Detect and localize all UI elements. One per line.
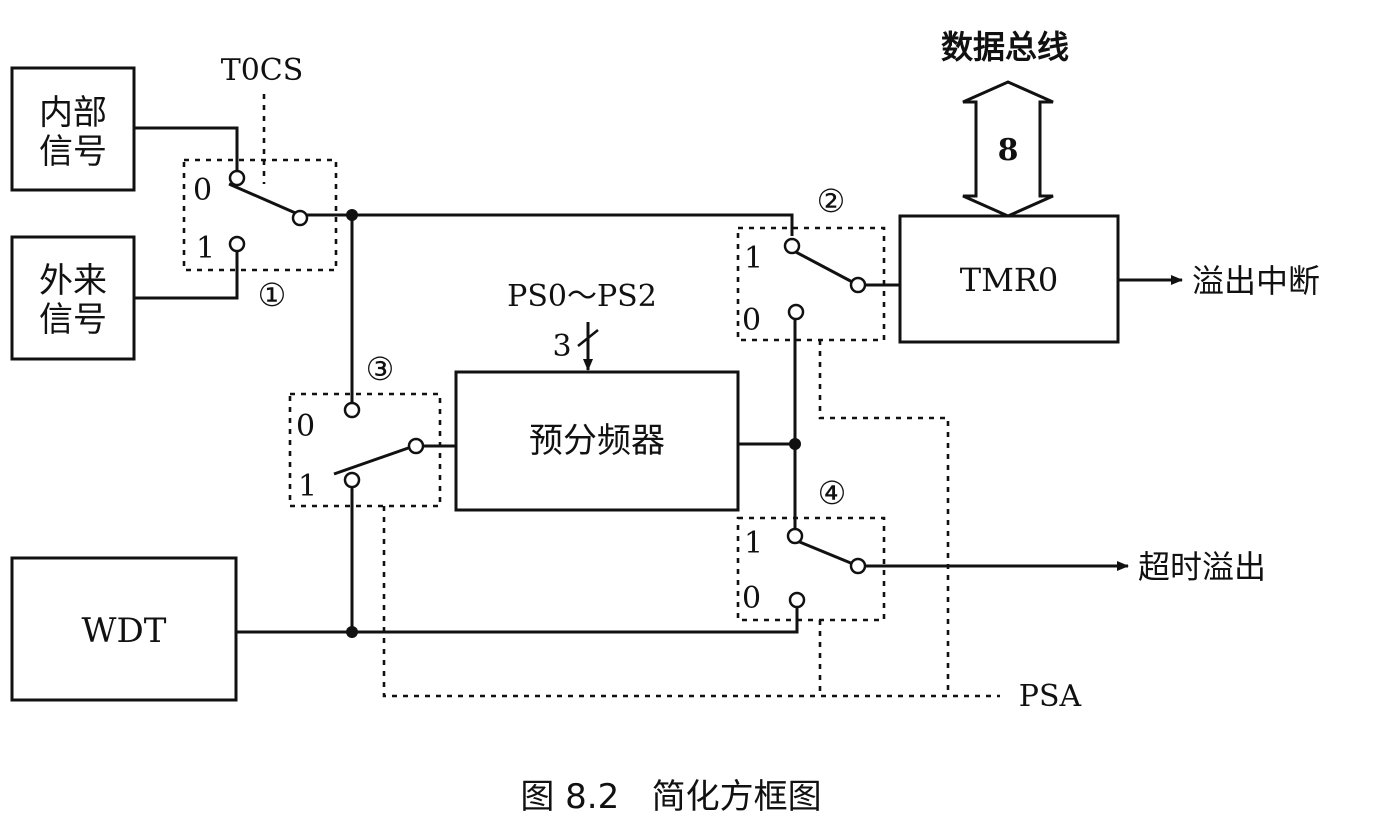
switch-2-common-terminal bbox=[849, 276, 867, 294]
wdt-block: WDT bbox=[10, 556, 238, 702]
timeout-overflow-label: 超时溢出 bbox=[1138, 548, 1266, 586]
ps-bits-label: PS0～PS2 bbox=[507, 279, 657, 314]
psa-label: PSA bbox=[1019, 679, 1082, 714]
overflow-interrupt-label: 溢出中断 bbox=[1192, 262, 1320, 300]
switch-3-terminal-1 bbox=[343, 471, 361, 489]
data-bus-arrow bbox=[962, 80, 1054, 218]
wire-wdt-out bbox=[236, 608, 799, 634]
switch-2-pos-0: 0 bbox=[742, 303, 761, 338]
switch-2-pos-1: 1 bbox=[744, 241, 763, 276]
wire-internal-to-sw1 bbox=[134, 126, 239, 178]
wdt-label: WDT bbox=[82, 611, 167, 651]
external-signal-block: 外来 信号 bbox=[10, 235, 136, 361]
figure-caption: 图 8.2 简化方框图 bbox=[520, 777, 821, 817]
junction-wdt-output bbox=[346, 626, 358, 638]
ps-bits-width: 3 bbox=[552, 329, 571, 364]
switch-2-terminal-1 bbox=[783, 237, 801, 255]
switch-3-blade bbox=[333, 444, 415, 476]
psa-control-line-inner bbox=[818, 340, 950, 696]
switch-4-terminal-1 bbox=[786, 527, 804, 545]
ps-bits-bus-slash bbox=[577, 329, 599, 347]
switch-3-marker: ③ bbox=[366, 350, 395, 388]
switch-1-common-terminal bbox=[291, 209, 309, 227]
switch-1-pos-0: 0 bbox=[193, 173, 212, 208]
switch-4-blade bbox=[789, 536, 859, 568]
switch-3-common-terminal bbox=[407, 437, 425, 455]
switch-1-blade bbox=[228, 182, 301, 217]
switch-2-marker: ② bbox=[817, 182, 846, 220]
tmr0-block: TMR0 bbox=[898, 214, 1120, 344]
wire-sw1-to-sw2 bbox=[307, 213, 794, 236]
wire-external-to-sw1 bbox=[134, 250, 239, 300]
bus-width-label: 8 bbox=[998, 133, 1019, 168]
external-signal-label-line2: 信号 bbox=[39, 300, 107, 340]
t0cs-label: T0CS bbox=[221, 53, 304, 88]
switch-1-terminal-0 bbox=[228, 169, 246, 187]
internal-signal-label-line1: 内部 bbox=[39, 93, 107, 133]
switch-4-marker: ④ bbox=[818, 474, 847, 512]
junction-sw1-output bbox=[346, 209, 358, 221]
data-bus-label: 数据总线 bbox=[941, 28, 1069, 66]
switch-2-blade bbox=[791, 248, 859, 287]
internal-signal-block: 内部 信号 bbox=[10, 66, 136, 192]
switch-2-terminal-0 bbox=[787, 303, 805, 321]
switch-1-marker: ① bbox=[258, 276, 287, 314]
data-bus: 数据总线 8 bbox=[941, 28, 1069, 218]
external-signal-label-line1: 外来 bbox=[39, 261, 107, 301]
switch-4-terminal-0 bbox=[788, 591, 806, 609]
tmr0-label: TMR0 bbox=[960, 261, 1059, 299]
ps-bits-input: PS0～PS2 3 bbox=[507, 279, 657, 371]
junction-prescaler-output bbox=[789, 438, 801, 450]
switch-1-terminal-1 bbox=[228, 235, 246, 253]
switch-4-common-terminal bbox=[849, 557, 867, 575]
prescaler-label: 预分频器 bbox=[529, 421, 665, 461]
psa-control-line bbox=[382, 506, 1000, 698]
switch-4-pos-0: 0 bbox=[742, 581, 761, 616]
switch-3-terminal-0 bbox=[343, 401, 361, 419]
switch-4-pos-1: 1 bbox=[744, 526, 763, 561]
switch-1-pos-1: 1 bbox=[196, 231, 215, 266]
internal-signal-label-line2: 信号 bbox=[39, 132, 107, 172]
switch-3-pos-0: 0 bbox=[296, 409, 315, 444]
prescaler-block: 预分频器 bbox=[454, 370, 740, 512]
switch-4-enclosure bbox=[736, 516, 886, 622]
switch-3-pos-1: 1 bbox=[298, 469, 317, 504]
